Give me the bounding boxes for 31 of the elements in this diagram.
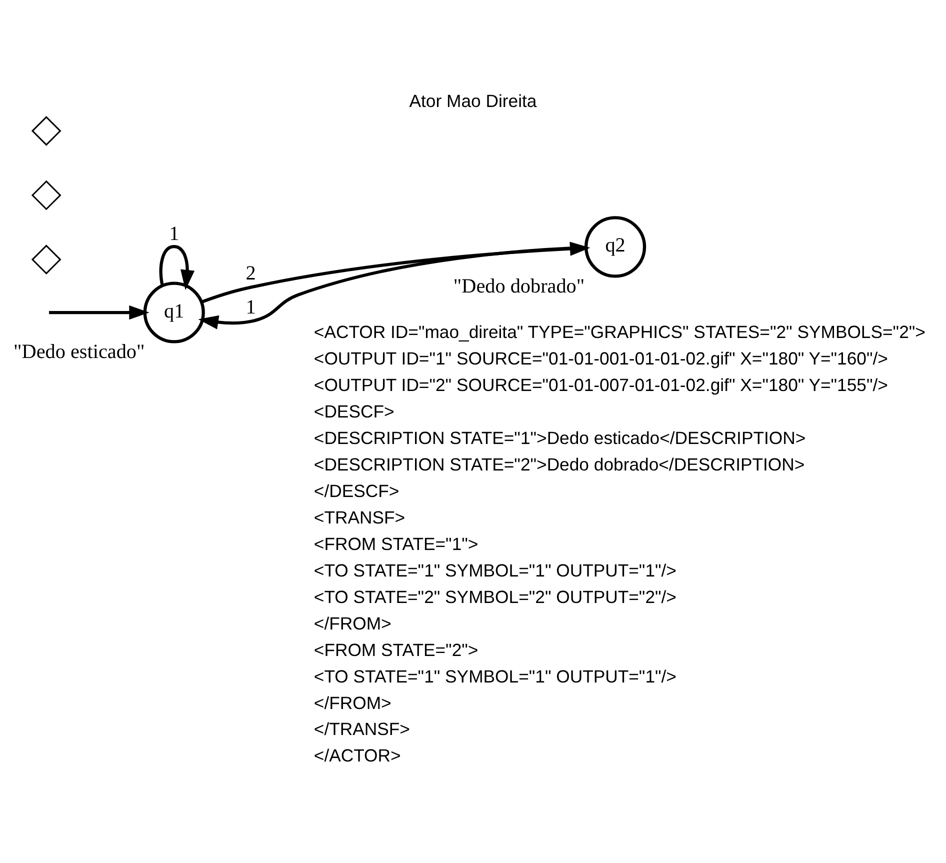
- diagram-title: Ator Mao Direita: [409, 90, 537, 111]
- node-label: "Dedo esticado": [14, 340, 145, 363]
- label: <DESCF>: [314, 400, 394, 421]
- label: </FROM>: [314, 692, 392, 712]
- node-diamond: [31, 244, 62, 274]
- arrow: [198, 245, 586, 329]
- label: <DESCRIPTION STATE="2">Dedo dobrado</DESCRIPTION>: [314, 454, 805, 474]
- edge-label: 1: [246, 296, 256, 318]
- label: <TRANSF>: [314, 506, 406, 527]
- label: <OUTPUT ID="1" SOURCE="01-01-001-01-01-02.gif" X="180" Y="160"/>: [314, 348, 888, 368]
- label: <OUTPUT ID="2" SOURCE="01-01-007-01-01-02.gif" X="180" Y="155"/>: [314, 374, 888, 394]
- arrow: [159, 244, 195, 290]
- label: <ACTOR ID="mao_direita" TYPE="GRAPHICS" STATES="2" SYMBOLS="2">: [314, 321, 926, 342]
- label: </FROM>: [314, 612, 392, 633]
- node-diamond: [31, 115, 62, 146]
- label: </DESCF>: [314, 480, 400, 500]
- label: <TO STATE="2" SYMBOL="2" OUTPUT="2"/>: [314, 586, 676, 606]
- node-diamond: [31, 180, 62, 210]
- arrow: [49, 304, 150, 320]
- label: <TO STATE="1" SYMBOL="1" OUTPUT="1"/>: [314, 666, 676, 686]
- label: <FROM STATE="1">: [314, 533, 478, 554]
- label: <DESCRIPTION STATE="1">Dedo esticado</DESCRIPTION>: [314, 427, 806, 448]
- label: </ACTOR>: [314, 745, 401, 766]
- label: </TRANSF>: [314, 718, 410, 739]
- edge-label: 1: [169, 222, 180, 244]
- node-circle: q1: [143, 281, 205, 343]
- label: <FROM STATE="2">: [314, 639, 478, 660]
- node-circle: q2: [584, 216, 646, 278]
- label: <TO STATE="1" SYMBOL="1" OUTPUT="1"/>: [314, 560, 676, 580]
- node-label: "Dedo dobrado": [453, 275, 585, 297]
- edge-label: 2: [246, 262, 256, 284]
